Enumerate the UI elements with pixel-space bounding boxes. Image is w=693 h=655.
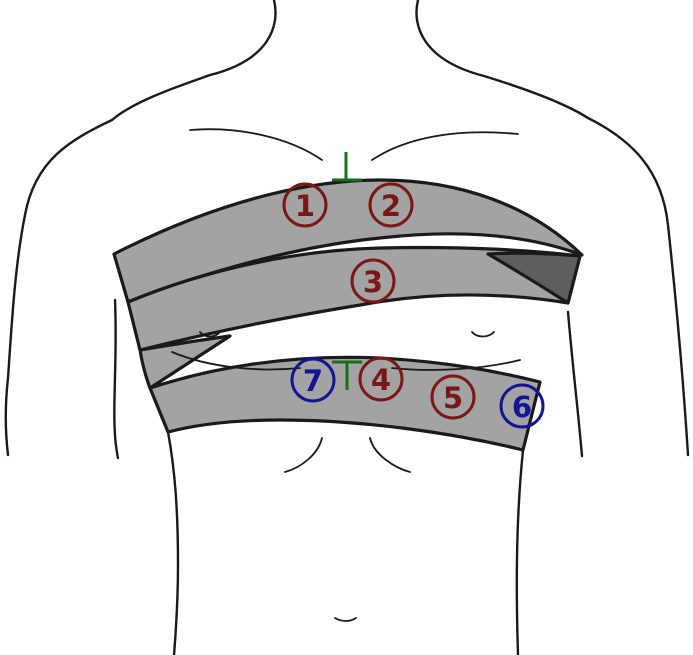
marker-1: 1 bbox=[282, 182, 328, 228]
right-neck-line bbox=[415, 0, 590, 120]
marker-3-label: 3 bbox=[363, 265, 383, 299]
marker-4-label: 4 bbox=[371, 363, 391, 397]
marker-7-circle bbox=[290, 357, 336, 403]
landmark-mid-tee bbox=[332, 360, 362, 390]
tape-band-lower bbox=[138, 334, 542, 452]
markers-layer: 1 2 3 4 5 6 7 bbox=[282, 182, 545, 429]
marker-2-label: 2 bbox=[381, 189, 401, 223]
navel bbox=[334, 617, 357, 622]
tape-band-lower-tail bbox=[138, 334, 232, 390]
marker-7: 7 bbox=[290, 357, 336, 403]
marker-5-circle bbox=[430, 374, 476, 420]
tape-band-upper bbox=[112, 178, 584, 304]
right-torso-side bbox=[566, 310, 584, 458]
marker-1-label: 1 bbox=[295, 189, 315, 223]
right-pec-fold bbox=[391, 359, 521, 371]
right-rib-line bbox=[369, 437, 411, 473]
landmark-top-tee bbox=[332, 152, 362, 182]
marker-4: 4 bbox=[358, 356, 404, 402]
marker-6-circle bbox=[499, 383, 545, 429]
torso-outline bbox=[4, 0, 690, 655]
left-rib-line bbox=[284, 437, 323, 473]
marker-5-label: 5 bbox=[443, 381, 463, 415]
tape-band-upper-shape bbox=[112, 178, 584, 304]
left-torso-side bbox=[113, 298, 120, 460]
right-nipple bbox=[471, 331, 495, 338]
left-lower-torso bbox=[166, 430, 180, 655]
left-nipple bbox=[199, 331, 221, 338]
marker-7-label: 7 bbox=[303, 364, 323, 398]
right-clavicle bbox=[371, 131, 519, 161]
marker-6: 6 bbox=[499, 383, 545, 429]
right-shoulder-arm-line bbox=[586, 116, 690, 457]
marker-5: 5 bbox=[430, 374, 476, 420]
marker-2-circle bbox=[368, 182, 414, 228]
marker-3: 3 bbox=[350, 258, 396, 304]
left-neck-line bbox=[110, 0, 277, 122]
tape-overlap-region bbox=[486, 251, 582, 305]
marker-3-circle bbox=[350, 258, 396, 304]
marker-2: 2 bbox=[368, 182, 414, 228]
right-lower-torso bbox=[515, 448, 525, 655]
left-shoulder-arm-line bbox=[4, 118, 114, 457]
marker-1-circle bbox=[282, 182, 328, 228]
tape-band-lower-shape bbox=[148, 355, 542, 452]
left-clavicle bbox=[189, 128, 323, 161]
tape-band-middle bbox=[126, 245, 582, 352]
left-pec-fold bbox=[171, 351, 301, 371]
marker-6-label: 6 bbox=[512, 390, 532, 424]
marker-4-circle bbox=[358, 356, 404, 402]
